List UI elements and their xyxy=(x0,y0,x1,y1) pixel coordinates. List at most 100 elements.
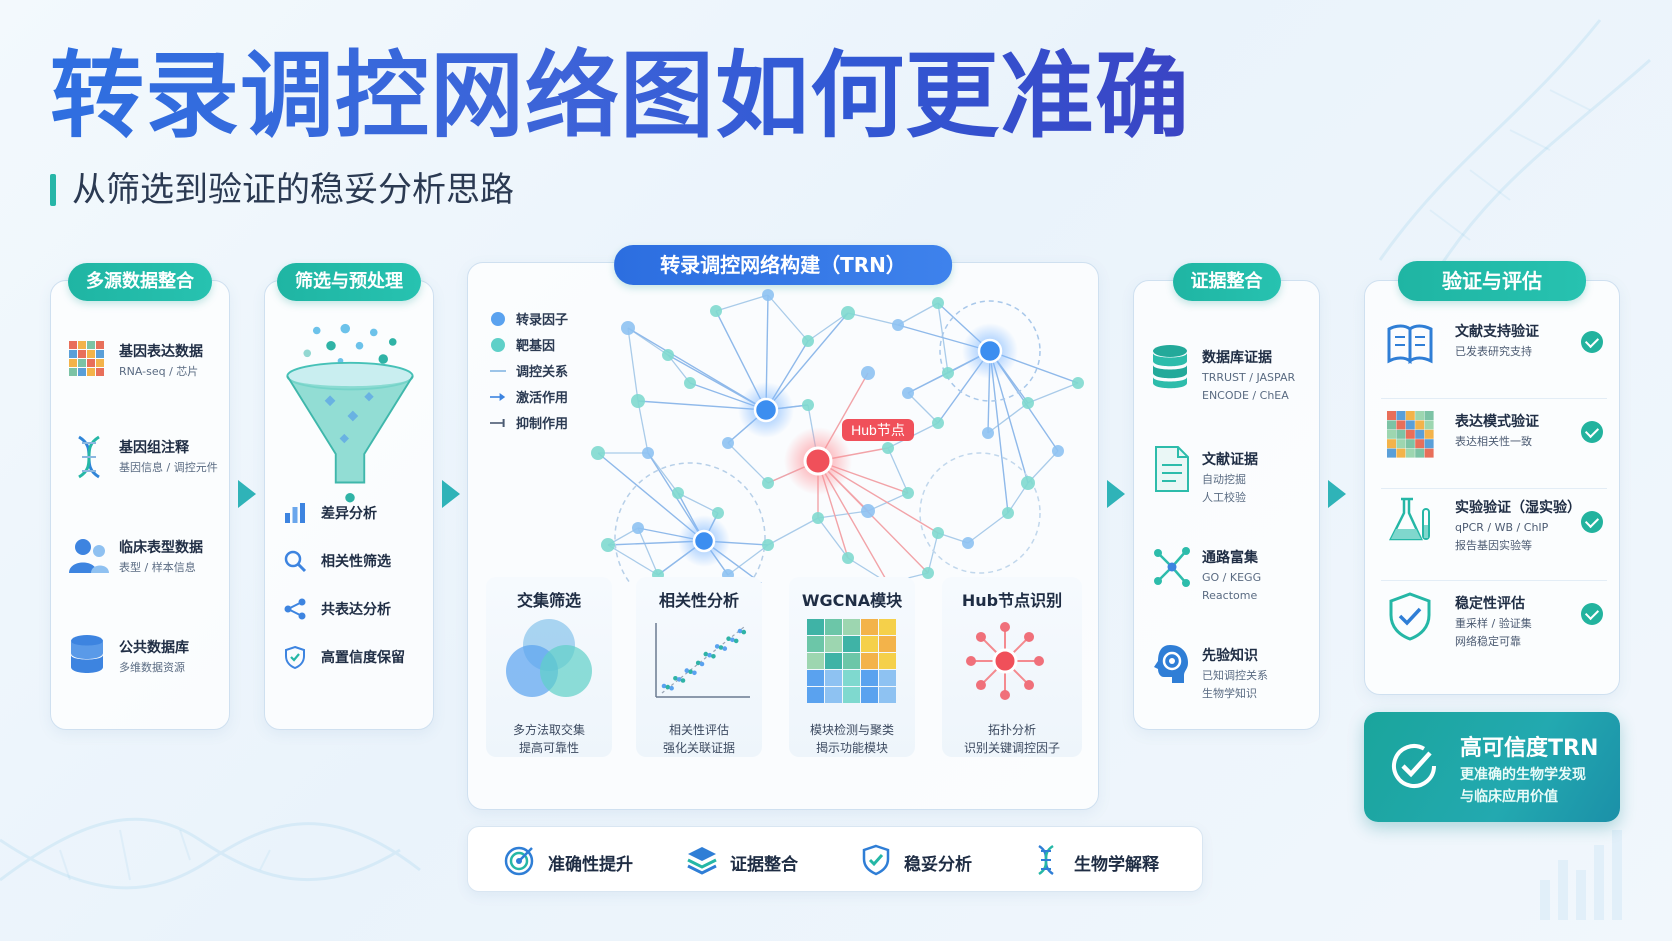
target-node[interactable] xyxy=(762,539,774,551)
source-desc: 基因信息 / 调控元件 xyxy=(119,461,218,474)
module-cell xyxy=(879,619,896,635)
tf-node[interactable] xyxy=(902,387,914,399)
validation-title: 文献支持验证 xyxy=(1455,324,1539,340)
source-title: 基因表达数据 xyxy=(119,344,203,360)
hub-node[interactable] xyxy=(803,446,833,476)
sources-header: 多源数据整合 xyxy=(68,263,212,301)
tf-node[interactable] xyxy=(692,529,716,553)
target-node-marker xyxy=(491,338,505,352)
tf-node[interactable] xyxy=(753,397,779,423)
validation-desc: 重采样 / 验证集网络稳定可靠 xyxy=(1455,617,1532,648)
scatter-point xyxy=(684,668,690,673)
target-node[interactable] xyxy=(601,538,615,552)
module-cell xyxy=(807,636,824,652)
network-edge xyxy=(767,517,819,546)
target-node[interactable] xyxy=(710,305,722,317)
target-node[interactable] xyxy=(932,417,944,429)
heatmap-cell xyxy=(1396,439,1406,449)
heatmap-cell xyxy=(1396,448,1406,458)
module-cell xyxy=(807,653,824,669)
scatter-point xyxy=(707,652,712,658)
target-node[interactable] xyxy=(922,567,934,579)
benefits-bar: 准确性提升 证据整合 稳妥分析 生物学解释 xyxy=(467,826,1203,892)
tf-node[interactable] xyxy=(1052,445,1064,457)
tf-node[interactable] xyxy=(977,338,1003,364)
target-icon xyxy=(504,846,534,876)
network-panel: 转录调控网络构建（TRN） 转录因子 靶基因 调控关系 激活作用 抑制作用 xyxy=(467,245,1099,810)
module-cell xyxy=(825,619,842,635)
tf-node[interactable] xyxy=(861,504,875,518)
target-node[interactable] xyxy=(932,297,944,309)
target-node[interactable] xyxy=(684,377,696,389)
target-node[interactable] xyxy=(712,507,724,519)
target-node[interactable] xyxy=(902,487,914,499)
target-node[interactable] xyxy=(802,335,814,347)
target-node[interactable] xyxy=(1022,397,1034,409)
target-node[interactable] xyxy=(762,477,774,489)
magnifier-icon xyxy=(284,550,307,573)
target-node[interactable] xyxy=(942,367,954,379)
heatmap-cell xyxy=(1405,411,1415,420)
module-cell xyxy=(825,636,842,652)
target-node[interactable] xyxy=(841,306,855,320)
database-icon xyxy=(71,635,103,673)
module-cell xyxy=(879,653,896,669)
target-node[interactable] xyxy=(662,349,674,361)
tf-node[interactable] xyxy=(621,321,635,335)
network-edge xyxy=(767,294,809,342)
target-node[interactable] xyxy=(802,399,814,411)
result-desc: 更准确的生物学发现与临床应用价值 xyxy=(1460,767,1586,805)
hub-label: Hub节点 xyxy=(851,422,905,438)
target-node[interactable] xyxy=(1002,507,1014,519)
tf-node[interactable] xyxy=(982,427,994,439)
hub-neighbor-node xyxy=(1024,680,1035,691)
network-edge xyxy=(897,302,939,326)
source-desc: 多维数据资源 xyxy=(119,661,185,674)
evidence-desc: 自动挖掘人工校验 xyxy=(1202,473,1246,504)
hub-neighbor-node xyxy=(966,656,976,666)
check-icon xyxy=(1581,331,1603,353)
source-item-expression: 基因表达数据 RNA-seq / 芯片 xyxy=(65,337,219,417)
evidence-title: 文献证据 xyxy=(1202,452,1258,468)
hub-neighbor-node xyxy=(1024,631,1035,642)
page-title: 转录调控网络图如何更准确 xyxy=(50,42,1191,151)
tf-node[interactable] xyxy=(861,366,875,380)
database-stack-icon xyxy=(1153,345,1187,389)
heatmap-cell xyxy=(1396,411,1406,420)
module-cell xyxy=(879,670,896,686)
validation-title: 实验验证（湿实验） xyxy=(1455,500,1581,516)
target-node[interactable] xyxy=(591,446,605,460)
target-node[interactable] xyxy=(1072,377,1084,389)
cluster-ring xyxy=(939,300,1041,402)
target-node[interactable] xyxy=(631,394,645,408)
legend-label: 转录因子 xyxy=(516,313,569,328)
share-icon xyxy=(284,598,306,620)
module-cell xyxy=(861,636,878,652)
target-node[interactable] xyxy=(1021,476,1035,490)
evidence-title: 通路富集 xyxy=(1202,550,1258,566)
tf-node[interactable] xyxy=(762,289,774,301)
tf-node[interactable] xyxy=(632,522,644,534)
heatmap-cell xyxy=(1424,429,1434,439)
target-node[interactable] xyxy=(672,487,684,499)
target-node[interactable] xyxy=(882,442,894,454)
target-node[interactable] xyxy=(842,552,854,564)
scatter-point xyxy=(711,654,716,659)
tf-node[interactable] xyxy=(642,447,654,459)
tf-node[interactable] xyxy=(892,319,904,331)
target-node[interactable] xyxy=(932,527,944,539)
target-node[interactable] xyxy=(812,512,824,524)
source-item-clinical: 临床表型数据 表型 / 样本信息 xyxy=(65,533,219,613)
source-desc: RNA-seq / 芯片 xyxy=(119,365,199,378)
network-edge xyxy=(887,447,909,494)
filter-label: 共表达分析 xyxy=(321,602,391,618)
scatter-point xyxy=(733,638,739,644)
benefit-label: 生物学解释 xyxy=(1074,855,1159,875)
network-edge xyxy=(637,400,649,454)
tf-node[interactable] xyxy=(722,437,734,449)
tf-node[interactable] xyxy=(962,537,974,549)
bar-chart-icon xyxy=(285,503,305,523)
scatter-point xyxy=(676,677,682,682)
